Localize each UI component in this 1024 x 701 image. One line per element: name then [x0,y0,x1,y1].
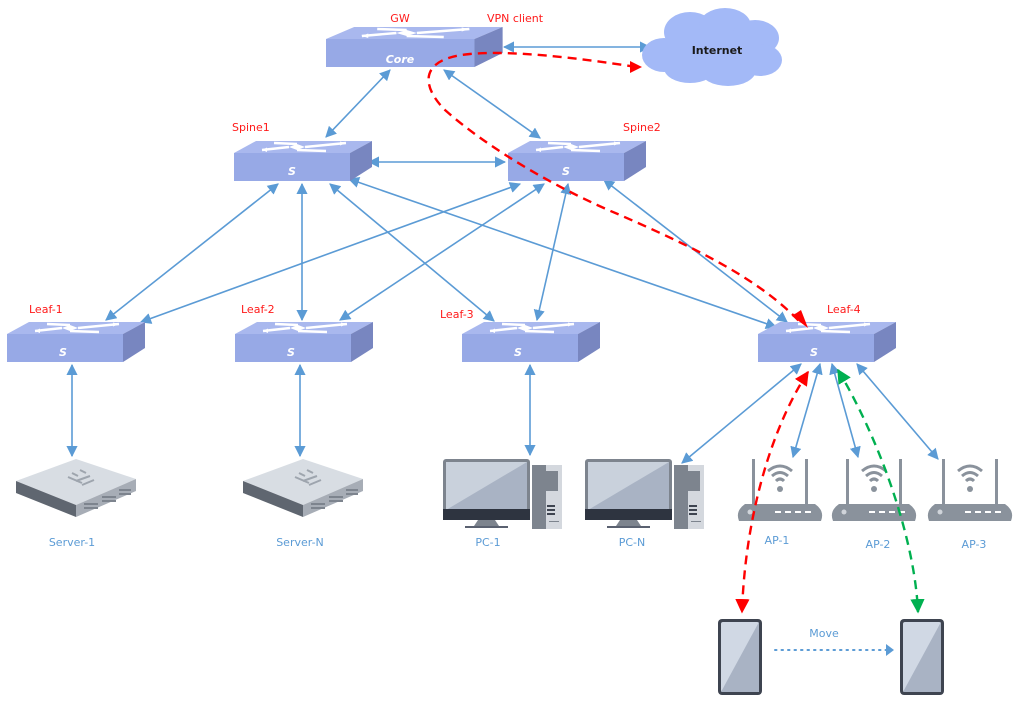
leaf1-glyph: S [59,346,67,359]
vpn-path-head-internet [630,61,642,73]
link-leaf4-ap2 [829,362,861,459]
leaf2-switch[interactable] [233,320,375,364]
leaf1-switch[interactable] [5,320,147,364]
pcN-icon[interactable] [585,459,704,529]
core-label: Core [386,53,415,66]
link-spine2-leaf2 [339,183,545,321]
gw-label: GW [390,12,410,25]
move-label: Move [809,627,839,640]
leaf4-label: Leaf-4 [827,303,861,316]
link-spine2-leaf3 [533,182,572,322]
spine1-switch[interactable] [232,139,374,183]
links [66,41,939,464]
spine2-label: Spine2 [623,121,661,134]
spine2-glyph: S [562,165,570,178]
leaf3-switch[interactable] [460,320,602,364]
link-leaf4-pcN [681,363,802,464]
link-spine1-leaf1 [105,183,279,321]
ap2-label: AP-2 [866,538,891,551]
leaf4-switch[interactable] [756,320,898,364]
ap1-icon[interactable] [737,459,823,521]
internet-label: Internet [692,44,743,57]
server1-label: Server-1 [49,536,95,549]
leaf2-glyph: S [287,346,295,359]
ap3-label: AP-3 [962,538,987,551]
roam-path-red [735,370,810,614]
move-arrow-head [886,644,894,656]
spine1-label: Spine1 [232,121,270,134]
roam-path-green [836,368,925,614]
spine2-switch[interactable] [506,139,648,183]
serverN-label: Server-N [276,536,324,549]
pcN-label: PC-N [619,536,646,549]
vpn-path [427,51,801,323]
link-spine2-leaf1 [139,182,522,324]
server1-icon[interactable] [16,459,136,517]
mobile-device-1-icon[interactable] [718,619,762,695]
leaf4-glyph: S [810,346,818,359]
internet-cloud: Internet [642,8,782,86]
pc1-icon[interactable] [443,459,562,529]
leaf3-glyph: S [514,346,522,359]
spine1-glyph: S [288,165,296,178]
mobile-device-2-icon[interactable] [900,619,944,695]
serverN-icon[interactable] [243,459,363,517]
core-switch[interactable] [324,25,505,69]
leaf3-label: Leaf-3 [440,308,474,321]
vpn-path-head-leaf4-b [792,310,808,328]
link-leaf4-ap1 [790,362,823,459]
leaf1-label: Leaf-1 [29,303,63,316]
ap2-icon[interactable] [831,459,917,521]
link-leaf4-ap3 [856,363,939,460]
link-spine1-leaf3 [329,183,495,322]
ap1-label: AP-1 [765,534,790,547]
leaf2-label: Leaf-2 [241,303,275,316]
vpn-client-label: VPN client [487,12,544,25]
link-core-spine1 [325,69,391,138]
ap3-icon[interactable] [927,459,1013,521]
pc1-label: PC-1 [475,536,500,549]
link-core-spine2 [443,69,541,139]
